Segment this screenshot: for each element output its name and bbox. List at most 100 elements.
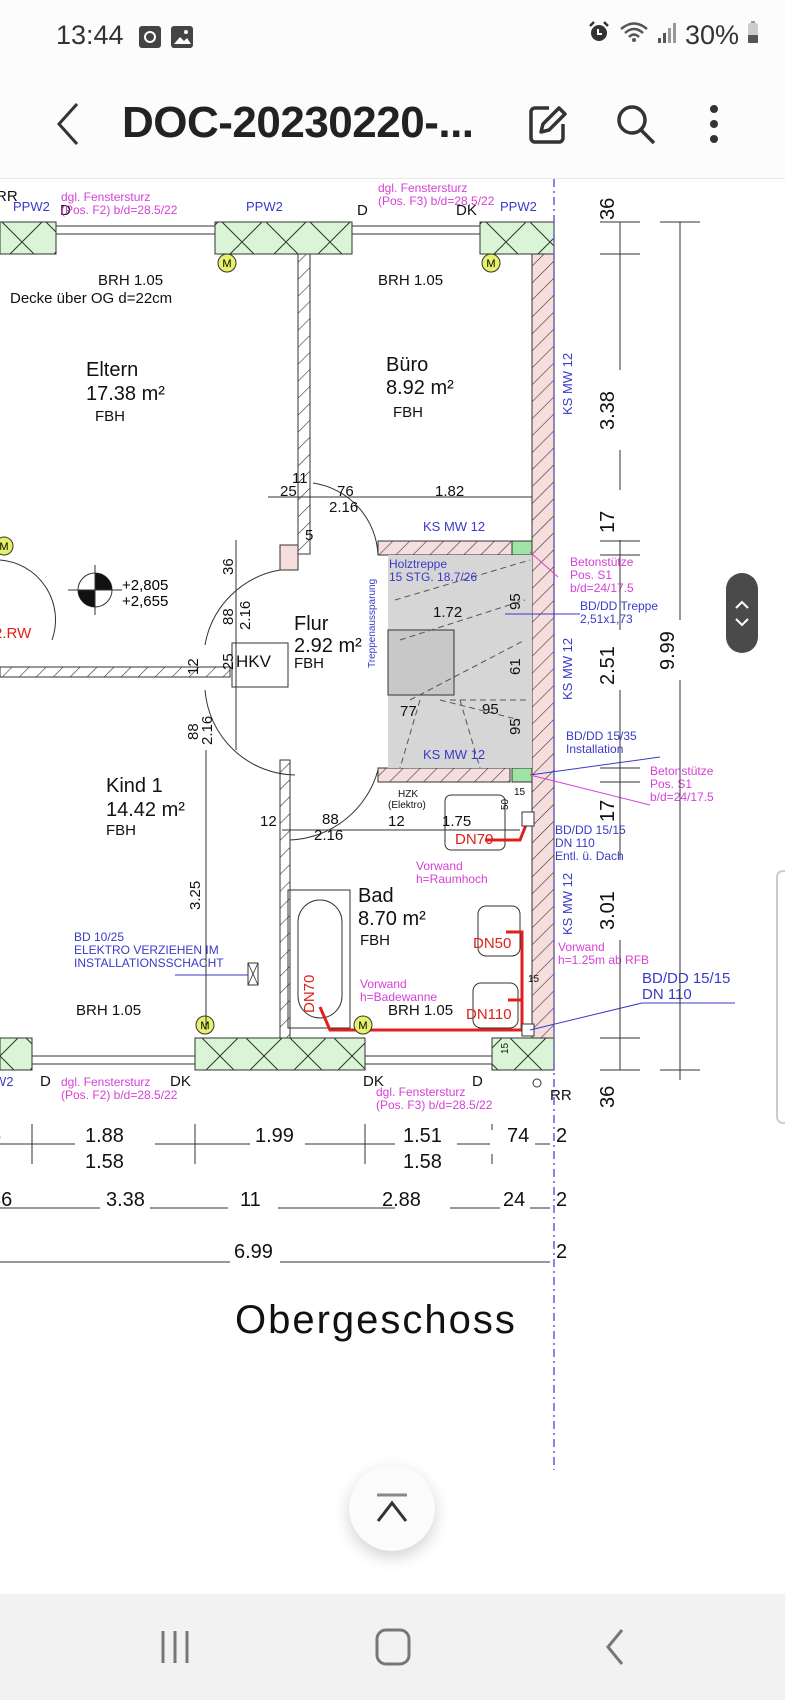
chevron-up-icon[interactable] xyxy=(735,600,749,609)
dim-text: 15 xyxy=(528,974,540,985)
wall-type-label: KS MW 12 xyxy=(423,519,485,534)
bathtub xyxy=(287,889,351,1029)
lintel-label: (Pos. F3) b/d=28.5/22 xyxy=(376,1098,493,1112)
stair-type-label: Holztreppe xyxy=(389,557,447,571)
status-time: 13:44 xyxy=(56,20,124,50)
dim-text: 95 xyxy=(507,718,524,735)
edit-button[interactable] xyxy=(519,94,579,154)
dim-text-bg xyxy=(75,188,692,1271)
hkv-label: HKV xyxy=(236,652,272,671)
level-bottom: +2,655 xyxy=(122,593,168,610)
dim-text: 25 xyxy=(280,483,297,500)
dim-text: 1.88 xyxy=(85,1125,124,1147)
ppw2-label: PPW2 xyxy=(246,199,283,214)
dim-text: 12 xyxy=(388,813,405,830)
chevron-down-icon[interactable] xyxy=(735,618,749,627)
dim-text: 88 xyxy=(322,811,339,828)
dim-text: 11 xyxy=(292,470,308,487)
install-label: Installation xyxy=(566,742,623,756)
scroll-to-top-icon xyxy=(376,1493,408,1522)
column-size-label: b/d=24/17.5 xyxy=(650,790,714,804)
room-area: 8.70 m² xyxy=(358,908,426,930)
plan-title: Obergeschoss xyxy=(235,1298,517,1342)
room-buero: Büro 8.92 m² FBH xyxy=(386,354,454,421)
room-heating: FBH xyxy=(294,655,324,672)
back-nav-icon xyxy=(606,1629,624,1665)
hzk-label: HZK xyxy=(398,789,418,800)
ppw2-label: PPW2 xyxy=(13,199,50,214)
rr-symbol xyxy=(532,1078,542,1088)
page-navigator[interactable] xyxy=(726,573,758,653)
scrollbar[interactable] xyxy=(776,870,785,1124)
more-options-icon xyxy=(710,105,718,143)
install-opening-label: BD/DD 15/35 xyxy=(566,729,637,743)
column-label: Betonstütze xyxy=(570,555,634,569)
system-nav-bar xyxy=(0,1594,785,1700)
dim-text: 3.38 xyxy=(106,1189,145,1211)
ppw2-label: W2 xyxy=(0,1074,14,1089)
elektro-opening-label: BD 10/25 xyxy=(74,930,124,944)
recent-apps-button[interactable] xyxy=(145,1622,205,1672)
room-heating: FBH xyxy=(106,822,136,839)
prewall-height: h=Raumhoch xyxy=(416,872,488,886)
column-pos-label: Pos. S1 xyxy=(650,777,692,791)
document-view[interactable]: M M M M M +2,805 +2,655 Eltern 17.38 m² … xyxy=(0,179,785,1594)
dim-text: 1.99 xyxy=(255,1125,294,1147)
lintel-label: dgl. Fenstersturz xyxy=(61,190,150,204)
room-flur: Flur 2.92 m² FBH xyxy=(294,613,362,672)
window-type-d: D xyxy=(472,1073,483,1090)
search-button[interactable] xyxy=(606,94,666,154)
room-name: Eltern xyxy=(86,359,138,381)
pipe-shaft-top xyxy=(521,811,535,827)
dim-text: 1.72 xyxy=(433,604,462,621)
room-heating: FBH xyxy=(95,408,125,425)
elektro-label: (Elektro) xyxy=(388,800,426,811)
prewall-height: h=1.25m ab RFB xyxy=(558,953,649,967)
brh-label: BRH 1.05 xyxy=(388,1002,453,1019)
dim-text: 3.38 xyxy=(597,391,619,430)
back-nav-button[interactable] xyxy=(585,1622,645,1672)
pipe-dn110: DN110 xyxy=(466,1006,512,1023)
home-button[interactable] xyxy=(363,1622,423,1672)
room-bad: Bad 8.70 m² FBH xyxy=(358,885,426,949)
lintel-label: dgl. Fenstersturz xyxy=(61,1075,150,1089)
brh-label: BRH 1.05 xyxy=(76,1002,141,1019)
staircase xyxy=(387,555,532,769)
dim-text: 15 xyxy=(514,787,526,798)
outer-wall-bottom xyxy=(0,1037,555,1071)
opening-label: BD/DD 15/15 xyxy=(642,970,730,987)
dim-text: 36 xyxy=(597,198,619,220)
wall-type-label: KS MW 12 xyxy=(560,638,575,700)
m-marker: M xyxy=(200,1020,209,1032)
sink xyxy=(444,794,506,851)
opening-label: BD/DD 15/15 xyxy=(555,823,626,837)
search-icon xyxy=(617,105,656,145)
signal-icon xyxy=(657,20,677,51)
scroll-to-top-button[interactable] xyxy=(349,1465,435,1551)
dim-text: 12 xyxy=(260,813,277,830)
level-marker: +2,805 +2,655 xyxy=(68,565,168,615)
elektro-note: ELEKTRO VERZIEHEN IM xyxy=(74,943,219,957)
back-button[interactable] xyxy=(38,94,98,154)
outer-dimension-texts: 36 3.38 17 2.51 9.99 17 3.01 36 5 1.88 1… xyxy=(0,198,679,1263)
dim-text: 24 xyxy=(503,1189,525,1211)
vent-label: Entl. ü. Dach xyxy=(555,849,624,863)
status-icons: 30% xyxy=(587,20,759,51)
prewall-label: Vorwand xyxy=(416,859,463,873)
dim-text: 12 xyxy=(185,658,202,675)
more-options-button[interactable] xyxy=(684,94,744,154)
dim-text: 5 xyxy=(0,1125,1,1147)
status-bar: 13:44 30% xyxy=(0,0,785,76)
lintel-label: (Pos. F3) b/d=28.5/22 xyxy=(378,194,495,208)
dim-text: 2.16 xyxy=(237,601,254,630)
leader-lines-blue xyxy=(175,613,735,1031)
dim-text: 2 xyxy=(556,1189,567,1211)
dim-text: 6.99 xyxy=(234,1241,273,1263)
ceiling-opening-label: BD/DD Treppe xyxy=(580,599,658,613)
alarm-icon xyxy=(587,20,611,51)
dim-text: 36 xyxy=(220,558,237,575)
room-name: Büro xyxy=(386,354,428,376)
m-marker: M xyxy=(358,1020,367,1032)
window-type-dk: DK xyxy=(170,1073,191,1090)
wall-type-label: KS MW 12 xyxy=(560,873,575,935)
